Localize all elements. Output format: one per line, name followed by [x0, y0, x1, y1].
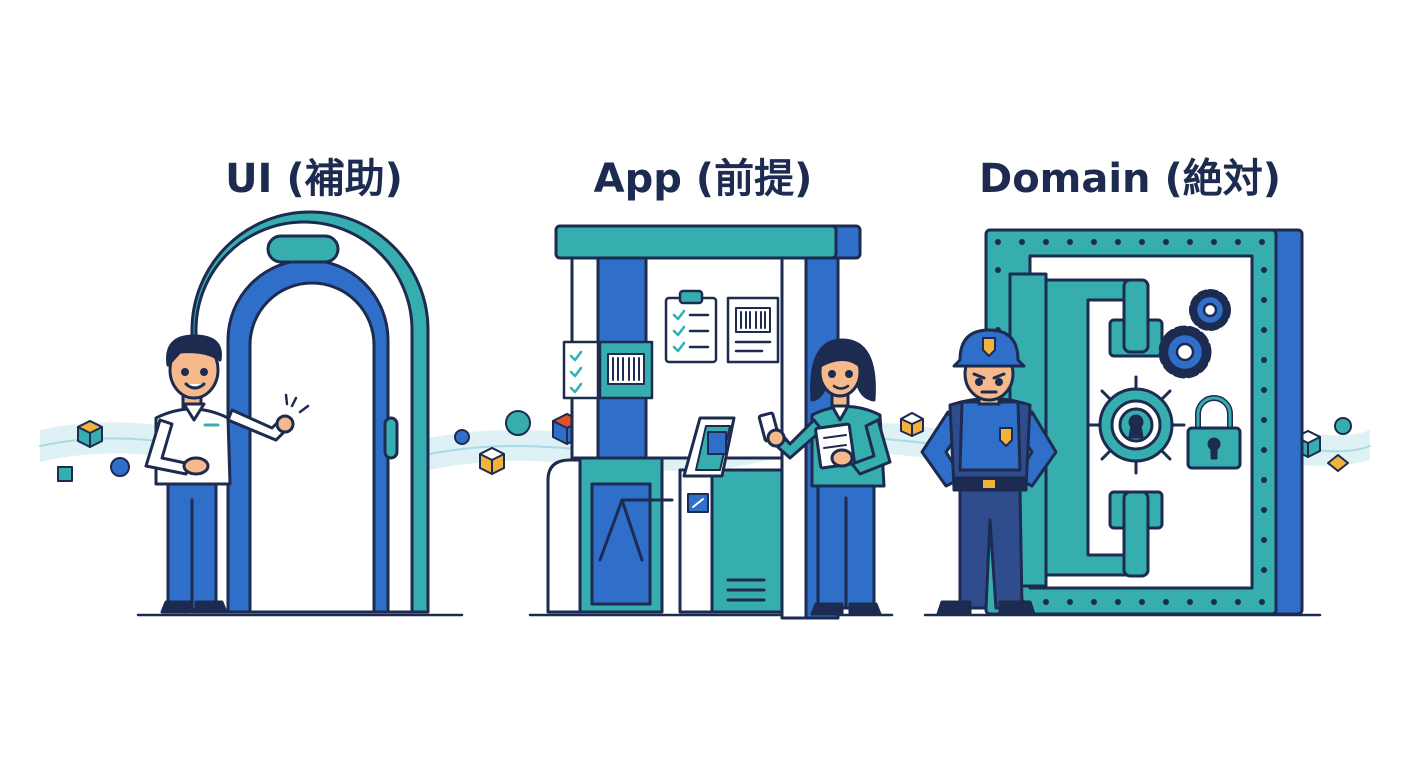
- gear-icon: [1158, 289, 1231, 379]
- keyhole-icon: [1086, 375, 1186, 475]
- domain-guard-person: [920, 328, 1058, 616]
- side-panel-signs: [562, 340, 654, 400]
- turnstile: [546, 416, 784, 614]
- clipboard-checklist-icon: [664, 289, 718, 364]
- padlock-icon: [1186, 395, 1242, 470]
- ui-archway: [190, 210, 430, 614]
- ui-host-person: [144, 334, 295, 614]
- panel-title-domain: Domain (絶対): [978, 156, 1282, 202]
- barcode-icon: [726, 296, 780, 364]
- panel-title-app: App (前提): [593, 156, 813, 202]
- app-staff-person: [757, 338, 892, 616]
- sparkle-lines: [284, 393, 310, 414]
- panel-title-ui: UI (補助): [225, 156, 403, 202]
- vault-hinges: [1108, 278, 1164, 578]
